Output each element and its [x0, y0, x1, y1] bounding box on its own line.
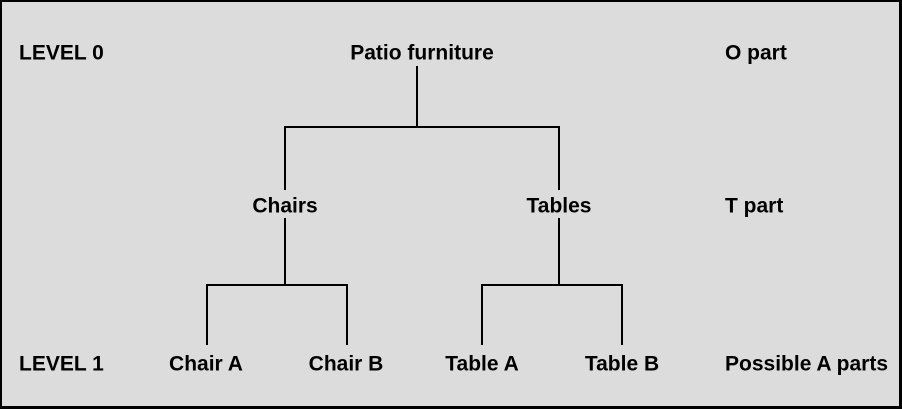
connector-tables-crossbar: [481, 284, 623, 286]
connector-tables-drop: [558, 126, 560, 190]
annotation-possible-a-parts: Possible A parts: [725, 352, 888, 376]
annotation-o-part: O part: [725, 41, 787, 65]
node-root: Patio furniture: [350, 41, 494, 65]
connector-chair-b-drop: [346, 284, 348, 345]
node-chair-b: Chair B: [308, 352, 384, 376]
connector-chairs-crossbar: [206, 284, 348, 286]
node-tables: Tables: [526, 194, 592, 218]
level-0-label: LEVEL 0: [19, 41, 104, 65]
level-1-label: LEVEL 1: [19, 352, 104, 376]
node-chair-a: Chair A: [169, 352, 243, 376]
connector-table-b-drop: [621, 284, 623, 345]
connector-table-a-drop: [481, 284, 483, 345]
annotation-t-part: T part: [725, 194, 784, 218]
node-chairs: Chairs: [252, 194, 318, 218]
connector-chair-a-drop: [206, 284, 208, 345]
connector-root-crossbar: [284, 126, 560, 128]
node-table-a: Table A: [445, 352, 519, 376]
node-table-b: Table B: [584, 352, 660, 376]
connector-tables-stem: [558, 218, 560, 285]
connector-root-stem: [416, 66, 418, 127]
connector-chairs-drop: [284, 126, 286, 190]
connector-chairs-stem: [284, 218, 286, 285]
